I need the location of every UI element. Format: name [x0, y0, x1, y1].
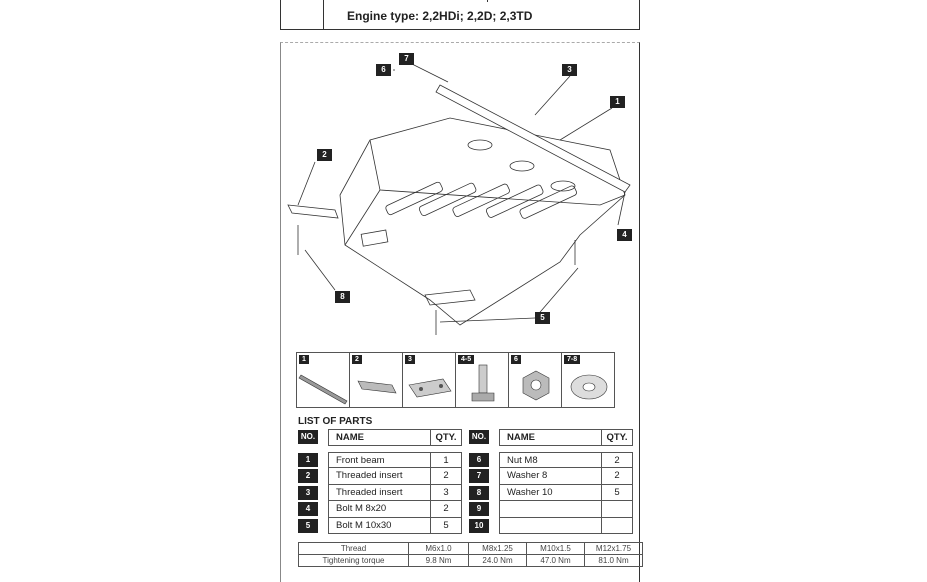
- part-icon-4-5: 4-5: [455, 352, 509, 408]
- part-icon-3: 3: [402, 352, 456, 408]
- part-no: 3: [298, 485, 318, 500]
- torque-label: Tightening torque: [298, 554, 409, 567]
- part-qty: [601, 501, 633, 518]
- part-icon-label: 3: [405, 355, 415, 364]
- part-icon-label: 1: [299, 355, 309, 364]
- callout-8: 8: [335, 291, 350, 303]
- part-no: 9: [469, 502, 489, 517]
- bolt-icon: [471, 364, 495, 402]
- torque-value: 24.0 Nm: [468, 554, 527, 567]
- divider: [487, 0, 488, 2]
- washer-icon: [570, 374, 608, 400]
- content-frame: [280, 42, 640, 582]
- torque-value: 9.8 Nm: [408, 554, 469, 567]
- part-no: 4: [298, 502, 318, 517]
- skid-plate-diagram: [287, 61, 631, 335]
- header-name: NAME: [328, 429, 430, 446]
- part-qty: 5: [601, 484, 633, 501]
- callout-2: 2: [317, 149, 332, 161]
- header-qty: QTY.: [601, 429, 633, 446]
- header-qty: QTY.: [430, 429, 462, 446]
- header-name: NAME: [499, 429, 601, 446]
- part-icon-label: 2: [352, 355, 362, 364]
- table-row: 9: [469, 501, 633, 518]
- part-icon-label: 7-8: [564, 355, 581, 364]
- list-of-parts-title: LIST OF PARTS: [298, 416, 373, 427]
- part-name: [499, 501, 601, 518]
- table-row: 10: [469, 517, 633, 534]
- header-no: NO.: [298, 430, 318, 445]
- header-no: NO.: [469, 430, 489, 445]
- plate-holes-icon: [408, 378, 452, 398]
- part-qty: 2: [430, 501, 462, 518]
- part-name: Front beam: [328, 451, 430, 468]
- part-no: 10: [469, 518, 489, 533]
- part-no: 6: [469, 452, 489, 467]
- part-name: Washer 10: [499, 484, 601, 501]
- part-no: 8: [469, 485, 489, 500]
- header-table: Engine type: 2,2HDi; 2,2D; 2,3TD: [280, 0, 640, 30]
- part-icon-6: 6: [508, 352, 562, 408]
- torque-value: 47.0 Nm: [526, 554, 585, 567]
- part-qty: 2: [601, 451, 633, 468]
- part-qty: 2: [430, 468, 462, 485]
- part-icon-label: 6: [511, 355, 521, 364]
- parts-icons: 1 2 3 4-5 6 7-8: [296, 352, 615, 408]
- beam-icon: [298, 374, 348, 405]
- callout-6: 6: [376, 64, 391, 76]
- part-qty: [601, 517, 633, 534]
- part-no: 5: [298, 518, 318, 533]
- engine-type: Engine type: 2,2HDi; 2,2D; 2,3TD: [347, 9, 533, 23]
- part-name: Threaded insert: [328, 484, 430, 501]
- part-name: Washer 8: [499, 468, 601, 485]
- thread-size: M8x1.25: [468, 542, 527, 555]
- part-name: Bolt M 8x20: [328, 501, 430, 518]
- part-name: Threaded insert: [328, 468, 430, 485]
- nut-icon: [522, 370, 550, 401]
- callout-1: 1: [610, 96, 625, 108]
- thread-size: M12x1.75: [584, 542, 643, 555]
- part-no: 7: [469, 469, 489, 484]
- part-no: 1: [298, 452, 318, 467]
- part-icon-label: 4-5: [458, 355, 475, 364]
- part-name: [499, 517, 601, 534]
- part-no: 2: [298, 469, 318, 484]
- part-qty: 5: [430, 517, 462, 534]
- callout-7: 7: [399, 53, 414, 65]
- thread-label: Thread: [298, 542, 409, 555]
- callout-3: 3: [562, 64, 577, 76]
- part-name: Nut M8: [499, 451, 601, 468]
- thread-size: M10x1.5: [526, 542, 585, 555]
- part-qty: 3: [430, 484, 462, 501]
- thread-size: M6x1.0: [408, 542, 469, 555]
- part-icon-1: 1: [296, 352, 350, 408]
- divider: [323, 0, 324, 29]
- part-qty: 2: [601, 468, 633, 485]
- part-name: Bolt M 10x30: [328, 517, 430, 534]
- callout-5: 5: [535, 312, 550, 324]
- torque-value: 81.0 Nm: [584, 554, 643, 567]
- plate-icon: [357, 380, 397, 394]
- part-icon-2: 2: [349, 352, 403, 408]
- callout-4: 4: [617, 229, 632, 241]
- part-icon-7-8: 7-8: [561, 352, 615, 408]
- part-qty: 1: [430, 451, 462, 468]
